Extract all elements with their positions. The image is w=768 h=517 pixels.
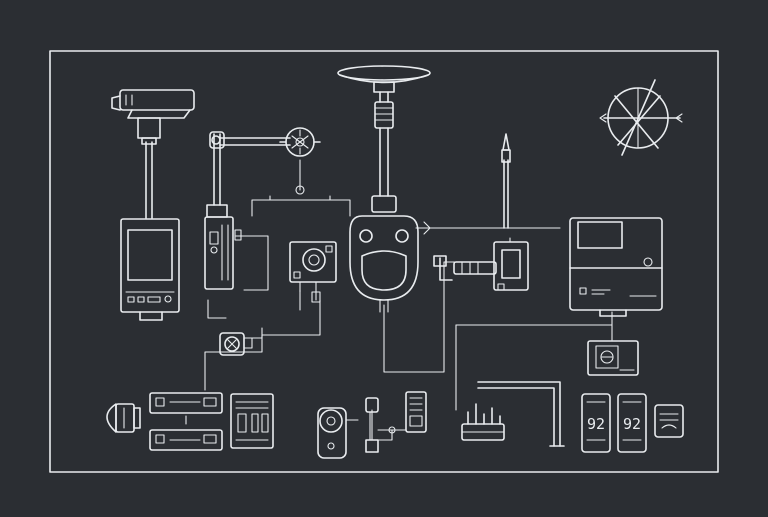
instrument-panel-icon — [230, 393, 274, 449]
central-hub-icon — [349, 215, 419, 313]
rack-module-bottom-icon — [149, 429, 223, 451]
display-box-icon — [493, 237, 529, 291]
l-pipe-icon — [477, 381, 565, 447]
pipe-joint-icon — [209, 131, 225, 149]
pressure-gauge-icon — [279, 127, 321, 195]
numeric-display-left: 92 — [581, 393, 611, 453]
compass-icon — [599, 79, 683, 156]
coupler-icon — [219, 327, 263, 356]
server-unit-icon — [569, 217, 663, 317]
numeric-display-right: 92 — [617, 393, 647, 453]
device-chain-icon — [365, 391, 427, 453]
speaker-icon — [106, 403, 141, 433]
probe-sensor-icon — [501, 133, 511, 163]
small-monitor-icon — [587, 340, 639, 376]
diagram-frame — [49, 50, 719, 473]
rack-module-top-icon — [149, 392, 223, 425]
display-left-readout: 92 — [587, 415, 605, 433]
tall-controller-icon — [204, 204, 242, 290]
connector-block-icon — [461, 403, 505, 441]
camera-module-icon — [289, 241, 337, 303]
angle-connector-icon — [433, 255, 497, 281]
chip-module-icon — [654, 404, 684, 438]
wiring — [145, 133, 613, 441]
display-right-readout: 92 — [623, 415, 641, 433]
antenna-mast-icon — [337, 65, 431, 213]
security-camera-icon — [111, 89, 195, 145]
round-sensor-icon — [317, 407, 359, 459]
control-panel-icon — [120, 218, 180, 321]
